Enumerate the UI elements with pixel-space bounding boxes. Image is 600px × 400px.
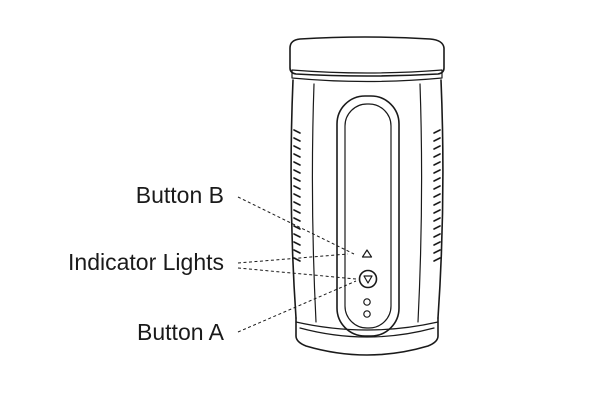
control-strip-outer — [336, 95, 400, 337]
vent-slot — [293, 225, 301, 230]
vent-slot — [293, 161, 301, 166]
leader-button-a — [237, 280, 357, 333]
vent-slot — [433, 161, 441, 166]
vent-slot — [433, 145, 441, 150]
vent-slot — [293, 193, 301, 198]
vent-slot — [293, 249, 301, 254]
vent-slot — [433, 225, 441, 230]
vent-slot — [293, 177, 301, 182]
vent-slot — [433, 257, 441, 262]
callout-leaders — [237, 196, 357, 333]
device-top-cap — [289, 36, 445, 77]
vent-slot — [293, 241, 301, 246]
vent-slot — [293, 185, 301, 190]
vent-slot — [433, 201, 441, 206]
label-button-b: Button B — [136, 182, 224, 208]
vent-slot — [293, 137, 301, 142]
vent-slot — [293, 201, 301, 206]
indicator-light-icon — [363, 298, 371, 306]
label-indicator-lights: Indicator Lights — [68, 249, 224, 275]
vent-slot — [293, 217, 301, 222]
device-cap-band — [291, 69, 443, 83]
vent-slot — [433, 153, 441, 158]
vent-slot — [433, 241, 441, 246]
leader-indicator-lights-1 — [237, 253, 349, 264]
leader-indicator-lights-2 — [237, 267, 357, 280]
vent-slot — [433, 193, 441, 198]
callout-labels: Button B Indicator Lights Button A — [68, 182, 225, 345]
vent-slot — [293, 129, 301, 134]
label-button-a: Button A — [137, 319, 225, 345]
vent-slot — [433, 185, 441, 190]
vent-slot — [433, 129, 441, 134]
control-strip-inner — [344, 103, 392, 329]
vent-slot — [293, 145, 301, 150]
vent-right — [433, 129, 441, 262]
vent-slot — [433, 233, 441, 238]
vent-slot — [433, 209, 441, 214]
vent-slot — [293, 233, 301, 238]
vent-slot — [433, 137, 441, 142]
triangle-up-icon[interactable] — [361, 249, 373, 258]
vent-slot — [293, 153, 301, 158]
circled-triangle-down-icon[interactable] — [358, 269, 378, 289]
device-front-edge — [311, 83, 423, 323]
vent-slot — [433, 169, 441, 174]
device-base-band — [295, 321, 439, 331]
vent-slot — [433, 217, 441, 222]
vent-slot — [293, 169, 301, 174]
device-base-bottom — [299, 327, 435, 338]
vent-slot — [433, 249, 441, 254]
device-base — [295, 317, 439, 356]
indicator-light-icon — [363, 310, 371, 318]
vent-slot — [293, 209, 301, 214]
device-body — [290, 79, 444, 319]
vent-left — [293, 129, 301, 262]
device — [289, 36, 445, 356]
vent-slot — [433, 177, 441, 182]
